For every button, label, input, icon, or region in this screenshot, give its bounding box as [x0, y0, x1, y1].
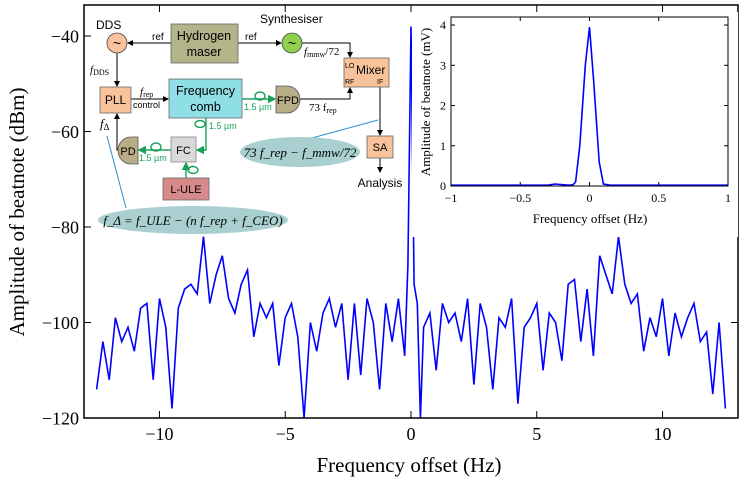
y-tick-label: 0	[440, 179, 446, 193]
mixer-label: Mixer	[356, 63, 385, 77]
sa-label: SA	[373, 142, 388, 154]
wavelength-label: 1.5 µm	[139, 153, 167, 163]
ref-right-label: ref	[245, 32, 257, 43]
x-tick-label: 0	[587, 191, 593, 205]
pointer-line	[106, 135, 127, 209]
x-tick-label: −1	[445, 191, 458, 205]
y-tick-label: −80	[51, 217, 79, 237]
fiber-coil-icon	[150, 142, 162, 152]
ref-left-label: ref	[152, 32, 164, 43]
lo-label: LO	[345, 63, 355, 70]
pointer-line	[311, 119, 379, 139]
pd-label: PD	[120, 146, 135, 158]
sine-icon: ~	[288, 35, 296, 51]
sa-box	[366, 135, 394, 159]
comb-label: comb	[190, 100, 221, 114]
pll-label: PLL	[105, 93, 127, 107]
mixer-box	[343, 57, 390, 88]
dds-label: DDS	[96, 18, 121, 32]
fdds-label: fDDS	[90, 64, 109, 77]
pll-box	[99, 86, 132, 114]
y-tick-label: 3	[440, 58, 446, 72]
inset-plot-frame	[450, 16, 729, 187]
frequency-comb-box	[168, 78, 243, 119]
fiber-coil-icon	[254, 91, 266, 101]
x-tick-label: 5	[532, 424, 541, 444]
y-tick-label: −120	[42, 408, 79, 428]
y-tick-label: 4	[440, 18, 446, 32]
y-tick-label: 1	[440, 139, 446, 153]
y-tick-label: −100	[42, 313, 79, 333]
x-tick-label: 10	[654, 424, 672, 444]
maser-label: Hydrogen	[177, 29, 231, 43]
x-tick-label: 1	[725, 191, 731, 205]
control-label: control	[133, 100, 160, 110]
analysis-label: Analysis	[358, 176, 403, 190]
sine-icon: ~	[113, 35, 121, 51]
synthesiser-label: Synthesiser	[260, 12, 323, 26]
wavelength-label: 1.5 µm	[244, 102, 272, 112]
inset-series-line	[451, 27, 728, 187]
fc-label: FC	[176, 145, 191, 157]
fmmw-label: fmmw/72	[304, 46, 339, 59]
x-tick-label: −10	[145, 424, 173, 444]
if-label: IF	[377, 79, 383, 86]
fiber-coil-icon	[187, 165, 199, 175]
beat-frequency-formula: 73 f_rep − f_mmw/72	[244, 145, 357, 160]
signal-lines	[114, 40, 383, 173]
synthesiser-oscillator-icon	[281, 32, 303, 54]
frep-label: frep	[140, 86, 153, 99]
setup-diagram: DDS ~ ref Hydrogen maser ref Synthesiser…	[90, 12, 402, 234]
f73-label: 73 frep	[309, 102, 337, 115]
y-tick-label: −40	[51, 26, 79, 46]
y-tick-label: −60	[51, 122, 79, 142]
fiber-coil-icon	[194, 119, 206, 129]
fpd-detector	[275, 85, 301, 114]
x-tick-label: −5	[276, 424, 295, 444]
fpd-label: FPD	[277, 95, 299, 107]
beat-frequency-bubble	[240, 137, 360, 167]
inset-background	[412, 12, 738, 237]
offset-frequency-formula: f_Δ = f_ULE − (n f_rep + f_CEO)	[103, 213, 282, 228]
dds-oscillator-icon	[106, 32, 128, 54]
fc-box	[170, 136, 197, 163]
l-ule-box	[162, 177, 210, 201]
comb-label: Frequency	[176, 84, 236, 98]
offset-frequency-bubble	[98, 206, 288, 234]
fdelta-label: fΔ	[100, 116, 110, 132]
y-tick-label: 2	[440, 99, 446, 113]
x-tick-label: −0.5	[509, 191, 531, 205]
hydrogen-maser-box	[170, 23, 239, 64]
pd-detector	[117, 136, 139, 165]
inset-y-label: Amplitude of beatnote (mV)	[418, 28, 433, 176]
main-y-label: Amplitude of beatnote (dBm)	[5, 87, 29, 336]
wavelength-label: 1.5 µm	[209, 121, 237, 131]
x-tick-label: 0	[407, 424, 416, 444]
main-x-label: Frequency offset (Hz)	[316, 453, 501, 477]
l-ule-label: L-ULE	[170, 184, 201, 196]
x-tick-label: 0.5	[651, 191, 666, 205]
inset-x-label: Frequency offset (Hz)	[533, 211, 648, 226]
maser-label: maser	[187, 45, 222, 59]
fiber-lines	[137, 91, 277, 178]
rf-label: RF	[345, 79, 354, 86]
